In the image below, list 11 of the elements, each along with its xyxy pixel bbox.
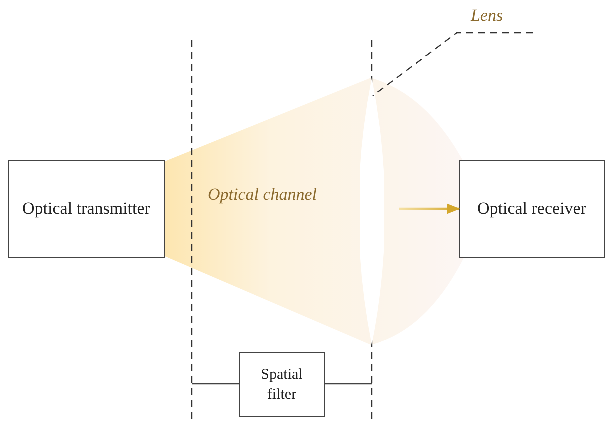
channel-label: Optical channel [206,184,318,206]
box-label: Spatial filter [260,366,304,404]
lens-label: Lens [462,4,512,28]
box-label: Optical receiver [476,198,588,220]
spatial-filter-box [239,352,325,417]
box-label: Optical transmitter [22,198,152,220]
leader-line [372,32,533,96]
receiver-box [459,160,605,258]
lens-drawing [360,78,384,345]
transmitter-box [8,160,165,258]
arrow [399,204,460,214]
